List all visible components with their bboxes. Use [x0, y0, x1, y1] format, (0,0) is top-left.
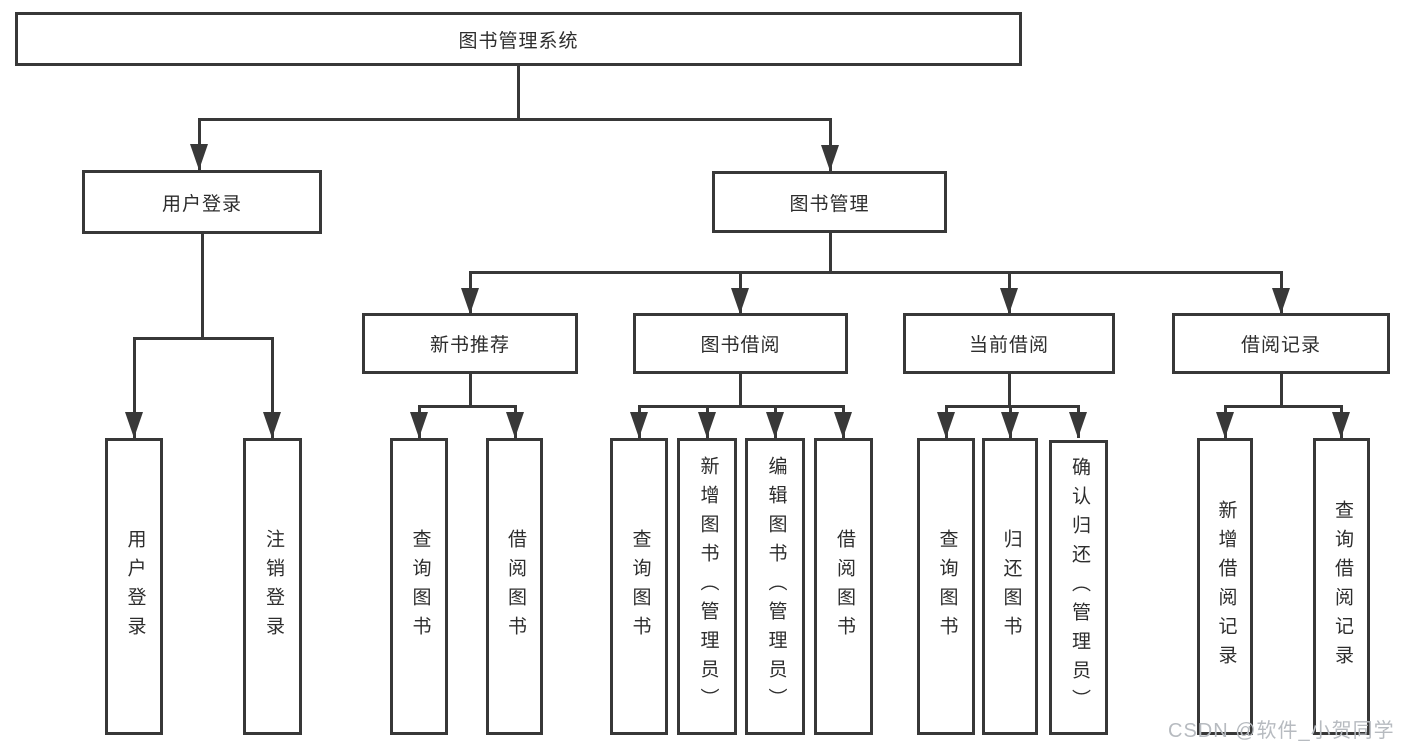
node-leaf-recommend-borrow-books: 借阅图书	[486, 438, 543, 735]
arrow-down-icon	[630, 412, 648, 438]
connector-line	[271, 337, 274, 438]
arrow-down-icon	[1332, 412, 1350, 438]
node-leaf-add-borrow-record: 新增借阅记录	[1197, 438, 1253, 735]
node-leaf-return-books-label: 归还图书	[1000, 528, 1022, 645]
node-borrow-records: 借阅记录	[1172, 313, 1390, 374]
arrow-down-icon	[937, 412, 955, 438]
node-leaf-user-login: 用户登录	[105, 438, 163, 735]
arrow-down-icon	[461, 288, 479, 314]
connector-line	[201, 234, 204, 338]
connector-line	[133, 337, 136, 438]
arrow-down-icon	[125, 412, 143, 438]
node-leaf-current-query-books: 查询图书	[917, 438, 975, 735]
connector-line	[517, 66, 520, 119]
node-user-login: 用户登录	[82, 170, 322, 234]
node-leaf-logout-label: 注销登录	[262, 528, 284, 645]
connector-line	[1224, 405, 1342, 408]
connector-line	[638, 405, 844, 408]
connector-line	[1280, 374, 1283, 407]
node-book-management: 图书管理	[712, 171, 947, 233]
arrow-down-icon	[1216, 412, 1234, 438]
arrow-down-icon	[834, 412, 852, 438]
arrow-down-icon	[698, 412, 716, 438]
node-leaf-logout: 注销登录	[243, 438, 302, 735]
arrow-down-icon	[1272, 288, 1290, 314]
node-leaf-edit-book-admin-label: 编辑图书（管理员）	[765, 456, 787, 717]
node-leaf-confirm-return-admin-label: 确认归还（管理员）	[1068, 457, 1090, 718]
node-book-borrow-label: 图书借阅	[700, 335, 781, 356]
node-leaf-query-borrow-record-label: 查询借阅记录	[1331, 499, 1353, 674]
node-leaf-add-book-admin: 新增图书（管理员）	[677, 438, 737, 735]
node-leaf-add-book-admin-label: 新增图书（管理员）	[697, 456, 719, 717]
arrow-down-icon	[1069, 412, 1087, 438]
node-current-borrow: 当前借阅	[903, 313, 1115, 374]
node-leaf-borrow-books-label: 借阅图书	[833, 528, 855, 645]
node-current-borrow-label: 当前借阅	[968, 335, 1049, 356]
connector-line	[945, 405, 1079, 408]
node-new-book-recommend-label: 新书推荐	[429, 335, 510, 356]
node-book-management-label: 图书管理	[789, 193, 870, 215]
node-borrow-records-label: 借阅记录	[1240, 335, 1321, 356]
node-leaf-query-borrow-record: 查询借阅记录	[1313, 438, 1370, 735]
node-leaf-borrow-books: 借阅图书	[814, 438, 873, 735]
connector-line	[418, 405, 516, 408]
arrow-down-icon	[506, 412, 524, 438]
arrow-down-icon	[766, 412, 784, 438]
connector-line	[469, 271, 1282, 274]
node-leaf-recommend-query-books: 查询图书	[390, 438, 448, 735]
connector-line	[829, 233, 832, 273]
connector-line	[198, 118, 831, 121]
node-leaf-confirm-return-admin: 确认归还（管理员）	[1049, 440, 1108, 735]
connector-line	[1008, 374, 1011, 407]
arrow-down-icon	[731, 288, 749, 314]
node-leaf-add-borrow-record-label: 新增借阅记录	[1215, 499, 1237, 674]
node-leaf-borrow-query-books-label: 查询图书	[629, 528, 651, 645]
connector-line	[469, 374, 472, 407]
connector-line	[829, 118, 832, 171]
arrow-down-icon	[821, 145, 839, 171]
node-root: 图书管理系统	[15, 12, 1022, 66]
node-leaf-edit-book-admin: 编辑图书（管理员）	[745, 438, 805, 735]
arrow-down-icon	[1000, 288, 1018, 314]
watermark-text: CSDN @软件_小贺同学	[1168, 720, 1395, 742]
arrow-down-icon	[1001, 412, 1019, 438]
node-leaf-user-login-label: 用户登录	[124, 528, 146, 645]
node-book-borrow: 图书借阅	[633, 313, 848, 374]
node-user-login-label: 用户登录	[161, 193, 242, 215]
node-root-label: 图书管理系统	[458, 30, 579, 52]
node-leaf-recommend-borrow-books-label: 借阅图书	[504, 528, 526, 645]
arrow-down-icon	[263, 412, 281, 438]
node-leaf-return-books: 归还图书	[982, 438, 1038, 735]
node-leaf-borrow-query-books: 查询图书	[610, 438, 668, 735]
arrow-down-icon	[410, 412, 428, 438]
arrow-down-icon	[190, 144, 208, 170]
node-leaf-recommend-query-books-label: 查询图书	[409, 528, 431, 645]
node-leaf-current-query-books-label: 查询图书	[936, 528, 958, 645]
connector-line	[739, 374, 742, 407]
connector-line	[133, 337, 274, 340]
node-new-book-recommend: 新书推荐	[362, 313, 578, 374]
